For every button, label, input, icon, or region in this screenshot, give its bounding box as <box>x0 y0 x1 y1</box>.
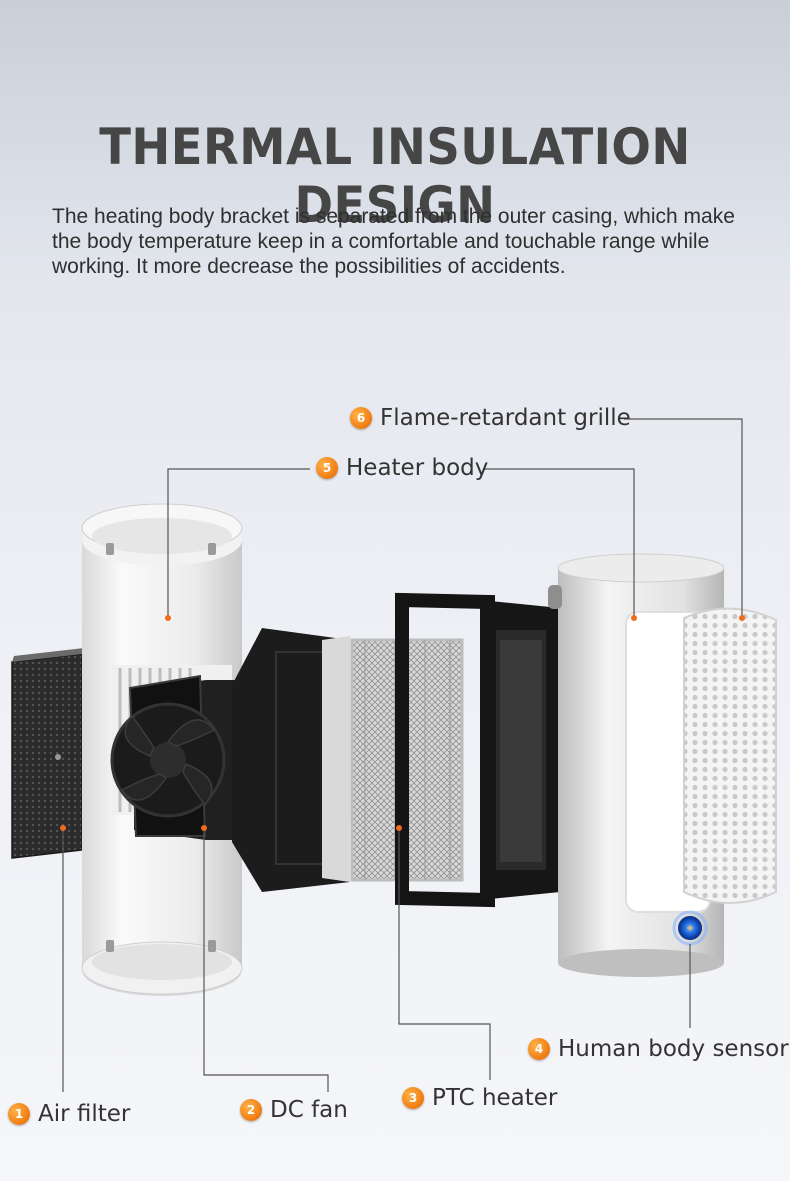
badge-2: 2 <box>240 1099 262 1121</box>
label-heater-body: 5 Heater body <box>316 455 488 481</box>
marker-heater-body-right <box>631 615 637 621</box>
label-text: Heater body <box>346 455 489 481</box>
label-text: Flame-retardant grille <box>380 405 631 431</box>
badge-4: 4 <box>528 1038 550 1060</box>
marker-heater-body-left <box>165 615 171 621</box>
marker-air-filter <box>60 825 66 831</box>
label-flame-retardant-grille: 6 Flame-retardant grille <box>350 405 631 431</box>
description-text: The heating body bracket is separated fr… <box>52 205 735 278</box>
badge-5: 5 <box>316 457 338 479</box>
leader-lines <box>62 418 743 1092</box>
label-ptc-heater: 3 PTC heater <box>402 1085 557 1111</box>
page-title: THERMAL INSULATION DESIGN <box>99 118 691 234</box>
marker-ptc-heater <box>396 825 402 831</box>
marker-dc-fan <box>201 825 207 831</box>
marker-grille <box>739 615 745 621</box>
part-markers <box>60 615 745 831</box>
heater-bracket-part <box>395 592 560 908</box>
badge-6: 6 <box>350 407 372 429</box>
badge-1: 1 <box>8 1103 30 1125</box>
label-text: Air filter <box>38 1101 131 1127</box>
label-text: Human body sensor <box>558 1036 789 1062</box>
ptc-heater-part <box>322 636 464 882</box>
flame-retardant-grille-part <box>683 607 777 904</box>
label-dc-fan: 2 DC fan <box>240 1097 348 1123</box>
label-text: PTC heater <box>432 1085 558 1111</box>
air-filter-part <box>11 648 84 859</box>
label-human-body-sensor: 4 Human body sensor <box>528 1036 789 1062</box>
sensor-light <box>678 916 702 940</box>
badge-3: 3 <box>402 1087 424 1109</box>
label-text: DC fan <box>270 1097 348 1123</box>
dc-fan-part <box>110 628 350 892</box>
label-air-filter: 1 Air filter <box>8 1101 130 1127</box>
